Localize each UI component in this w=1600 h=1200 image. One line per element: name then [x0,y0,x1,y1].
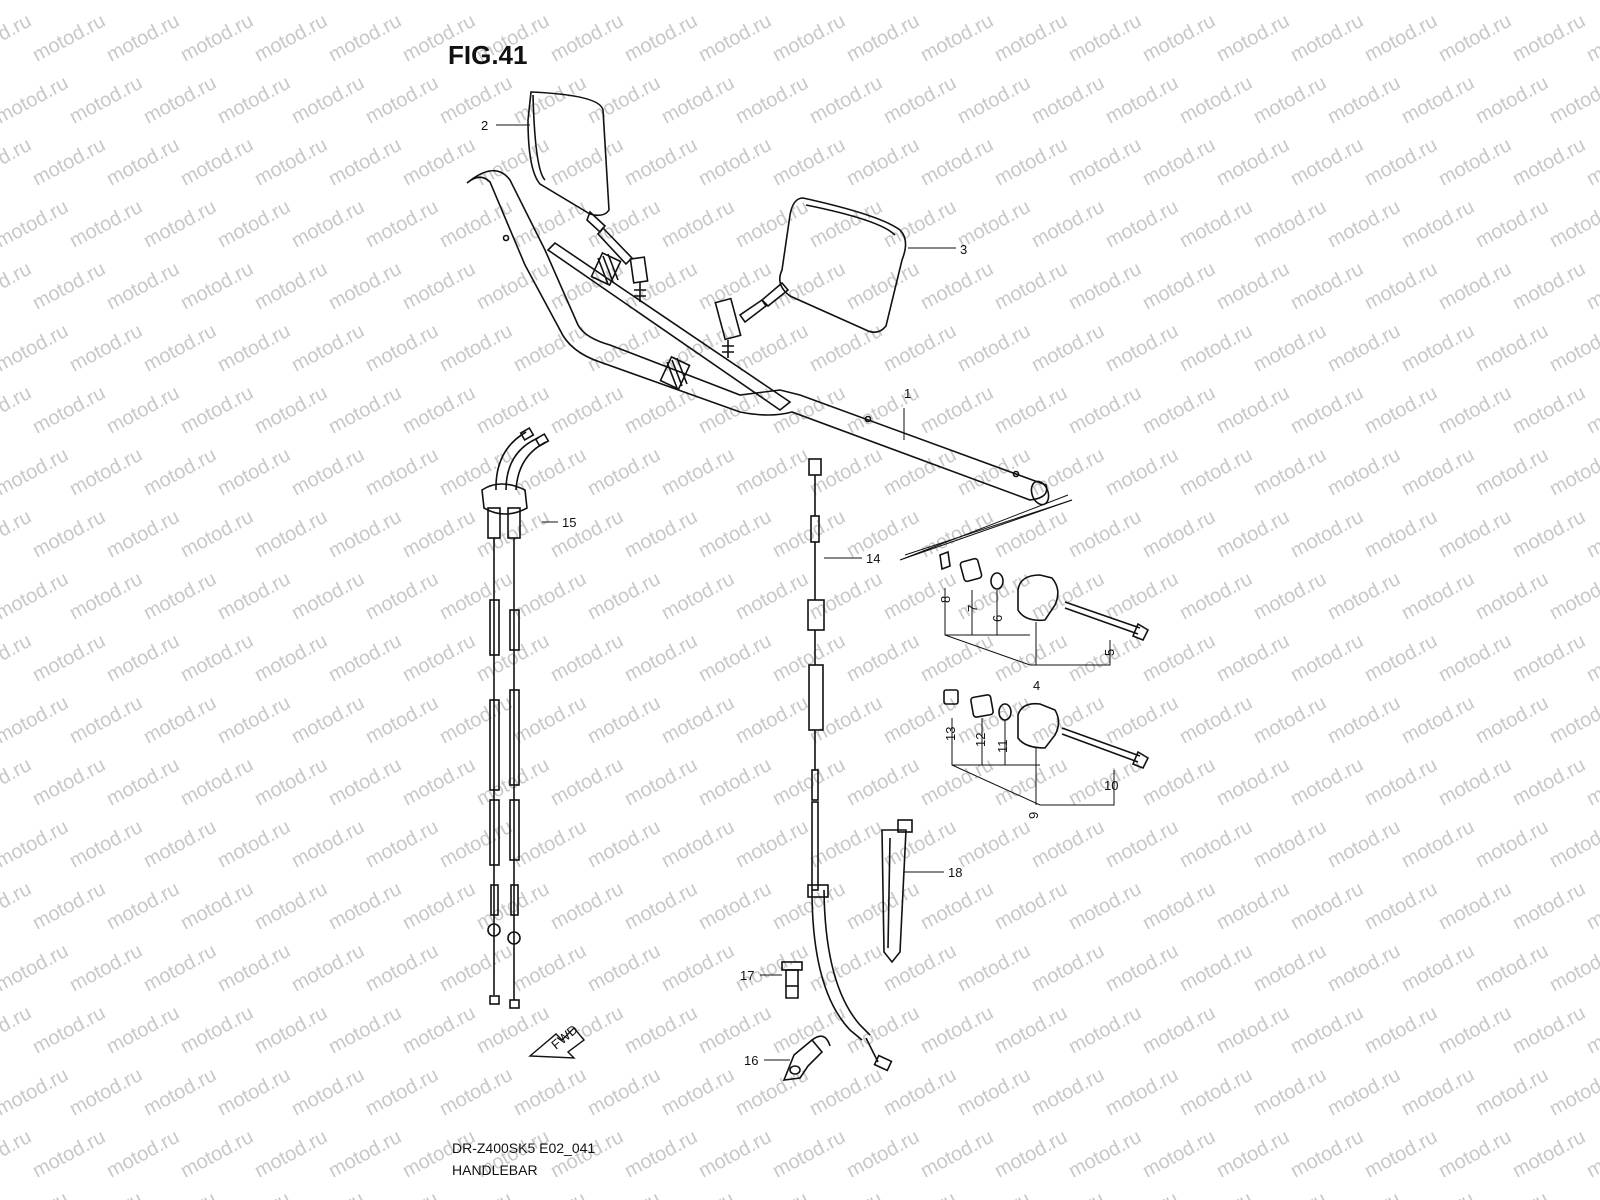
handlebar [466,169,1050,506]
throttle-cables [481,426,550,1009]
callout-11: 11 [995,740,1010,754]
callout-8: 8 [938,596,953,603]
callout-labels: 1 2 3 4 5 6 7 8 9 10 11 12 13 14 15 16 1… [481,118,1118,1068]
callout-13: 13 [943,727,958,741]
callout-12: 12 [973,733,988,747]
callout-16: 16 [744,1053,758,1068]
callout-1: 1 [904,386,911,401]
cable-clamp [782,1035,831,1081]
callout-17: 17 [740,968,754,983]
callout-2: 2 [481,118,488,133]
callout-9: 9 [1026,812,1041,819]
callout-7: 7 [965,605,980,612]
callout-5: 5 [1102,649,1117,656]
model-code: DR-Z400SK5 E02_041 [452,1140,596,1156]
callout-14: 14 [866,551,880,566]
callout-6: 6 [990,615,1005,622]
bar-end-assembly-lower [943,689,1150,770]
callout-4: 4 [1033,678,1040,693]
callout-10: 10 [1104,778,1118,793]
leader-lines [496,124,1115,1061]
clamp-bolt [781,961,803,999]
forward-arrow: FWD [528,1022,586,1059]
cable-tie [881,819,913,964]
figure-title: FIG.41 [448,40,528,70]
bar-end-assembly-upper [939,550,1150,642]
left-mirror [527,91,649,302]
callout-15: 15 [562,515,576,530]
clutch-cable [807,458,893,1072]
right-mirror [714,197,907,358]
callout-18: 18 [948,865,962,880]
callout-3: 3 [960,242,967,257]
diagram-caption: HANDLEBAR [452,1162,538,1178]
